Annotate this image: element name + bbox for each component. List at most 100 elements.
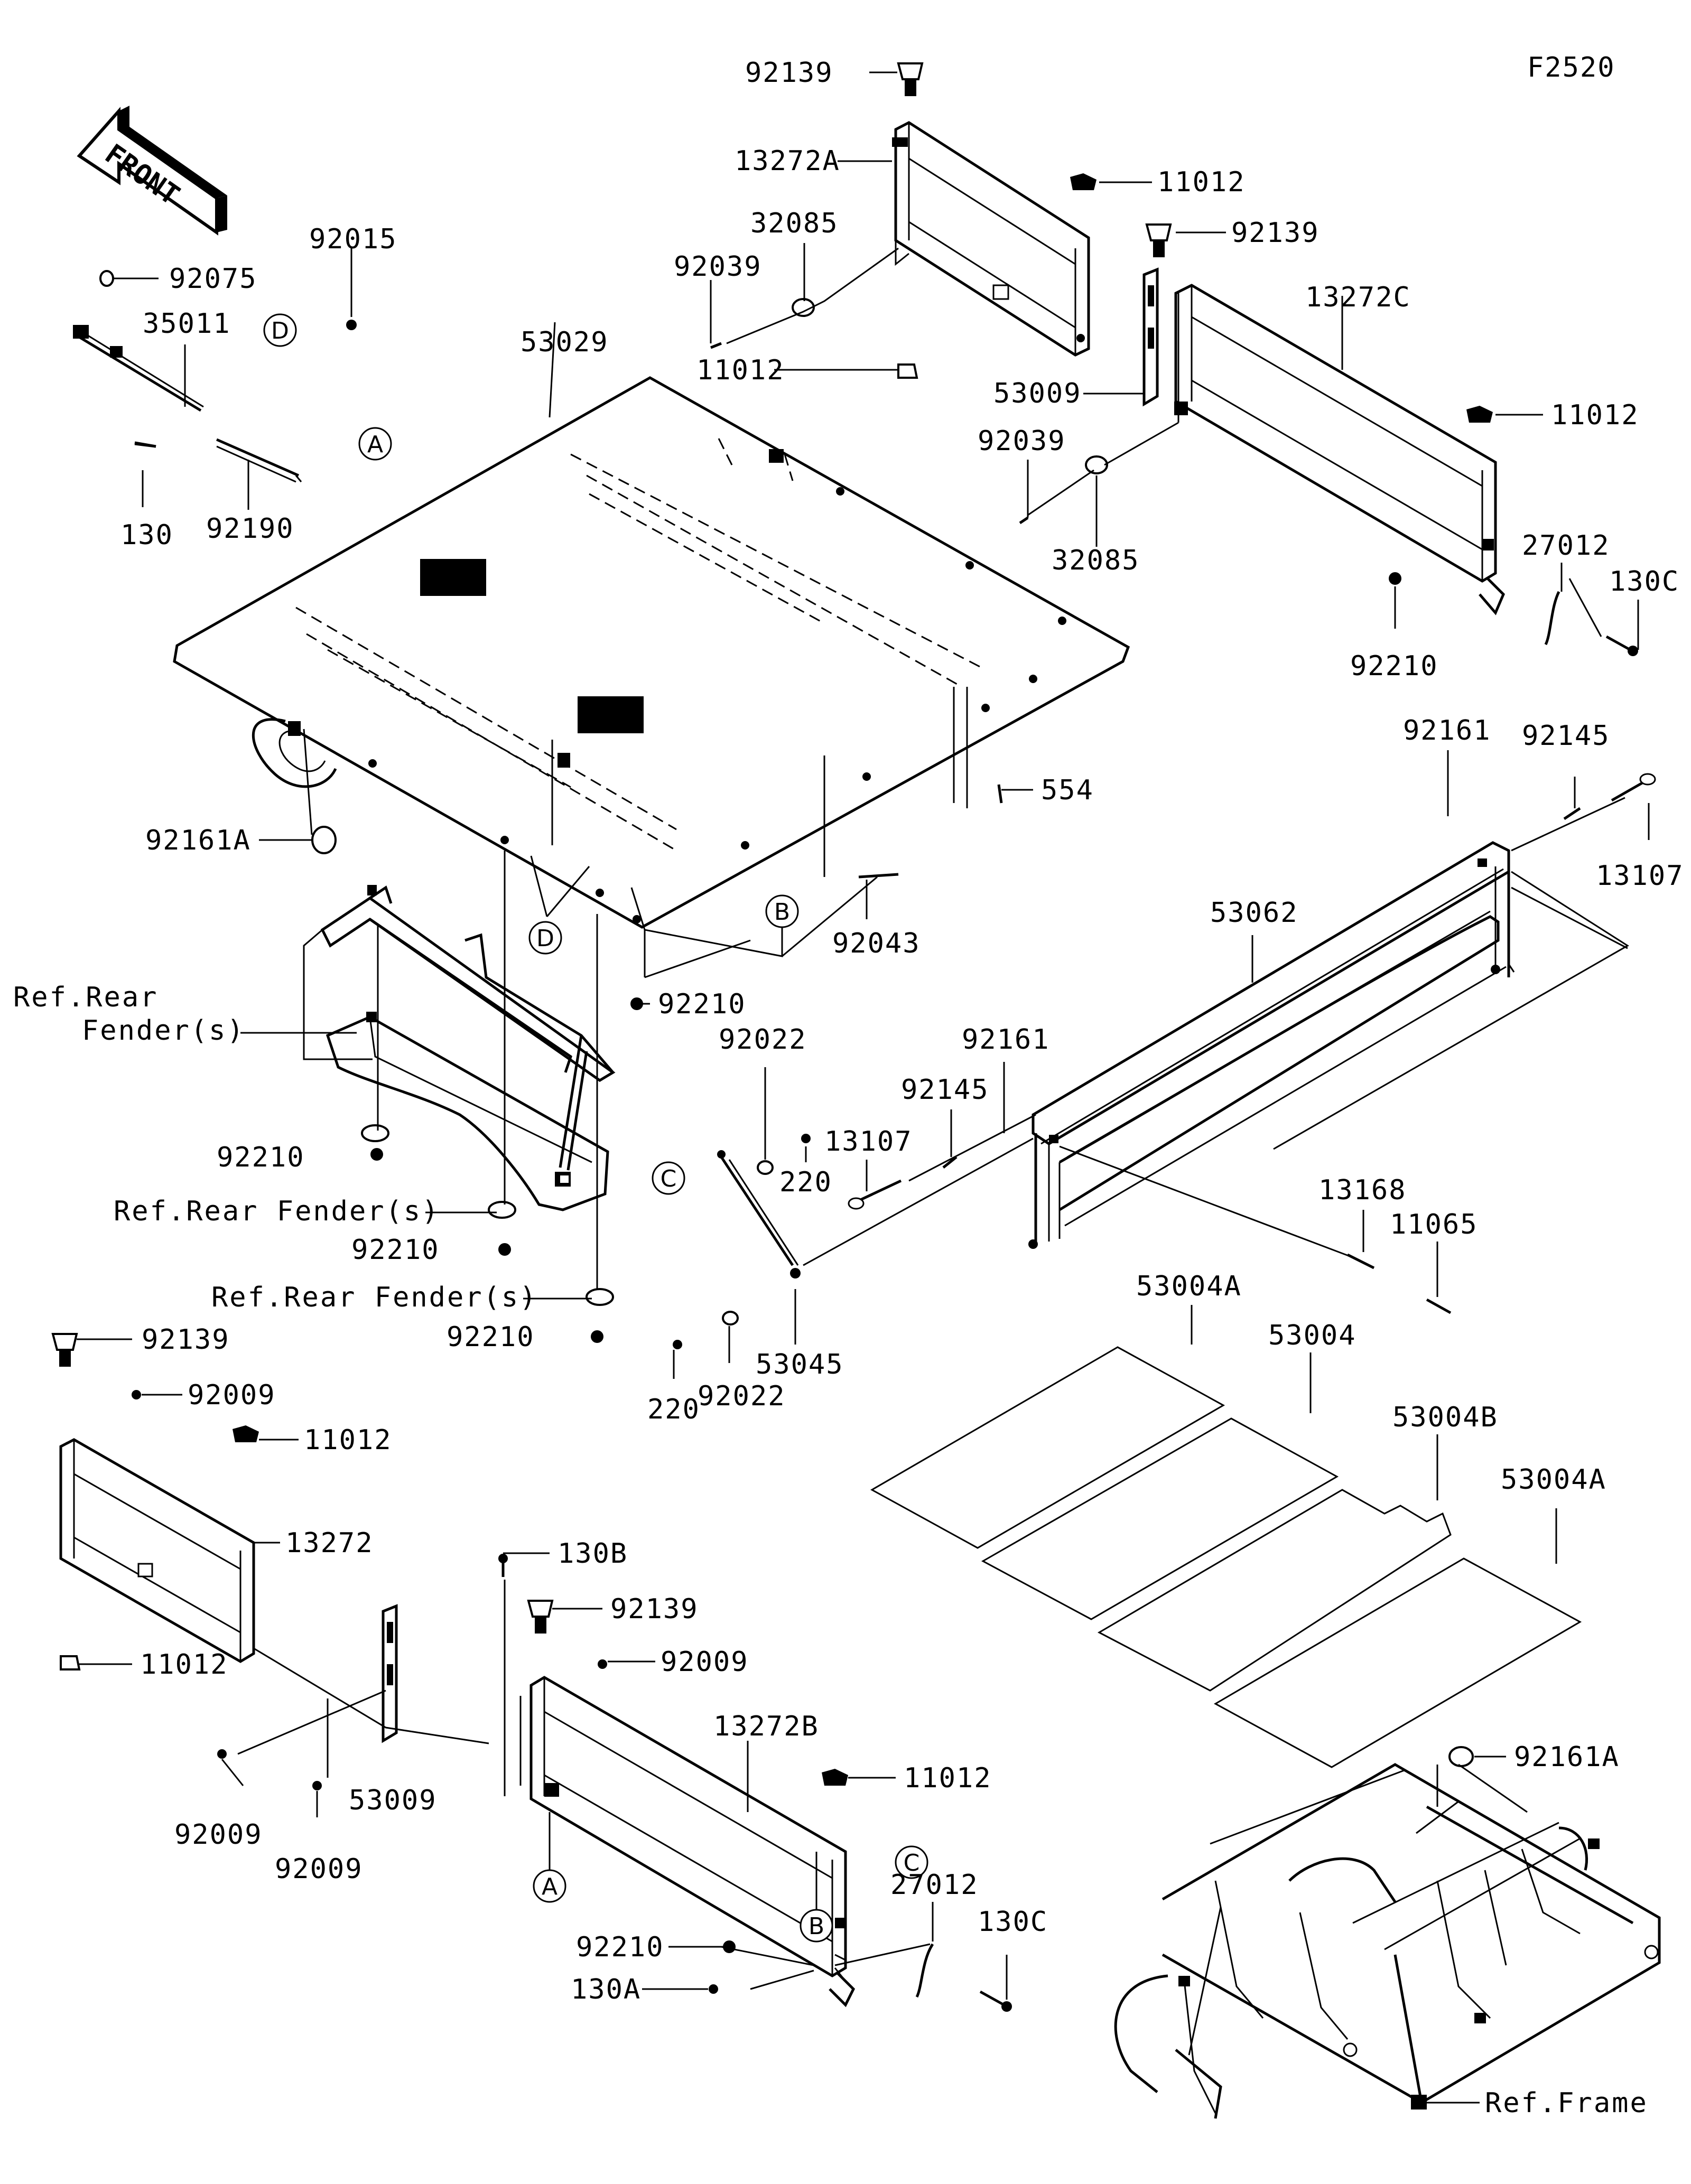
svg-text:53004A: 53004A xyxy=(1501,1464,1606,1496)
svg-text:Ref.Frame: Ref.Frame xyxy=(1485,2087,1648,2119)
svg-text:92009: 92009 xyxy=(275,1853,363,1885)
svg-text:53009: 53009 xyxy=(349,1785,437,1816)
svg-text:D: D xyxy=(536,925,554,952)
svg-text:13107: 13107 xyxy=(824,1126,913,1158)
svg-text:92210: 92210 xyxy=(351,1234,440,1266)
svg-text:92145: 92145 xyxy=(1522,720,1610,752)
side-wall-13272 xyxy=(59,1438,255,1663)
side-wall-13272A xyxy=(892,121,1090,357)
svg-text:92139: 92139 xyxy=(142,1324,230,1356)
svg-text:13168: 13168 xyxy=(1318,1174,1407,1206)
svg-text:13272A: 13272A xyxy=(735,145,840,177)
cap-11012 xyxy=(60,173,1493,1786)
front-arrow-icon: FRONT xyxy=(77,106,227,236)
svg-text:130C: 130C xyxy=(978,1906,1048,1938)
nut-92210 xyxy=(370,572,1401,1953)
svg-text:554: 554 xyxy=(1041,774,1094,806)
figure-code: F2520 xyxy=(1527,52,1615,83)
svg-text:32085: 32085 xyxy=(1052,545,1140,576)
svg-text:13272: 13272 xyxy=(285,1527,374,1559)
svg-text:92075: 92075 xyxy=(169,263,257,295)
cargo-bed-53029 xyxy=(173,376,1130,929)
svg-text:13272B: 13272B xyxy=(713,1711,819,1742)
svg-text:53045: 53045 xyxy=(756,1349,844,1380)
svg-text:32085: 32085 xyxy=(750,208,839,239)
svg-text:11065: 11065 xyxy=(1390,1209,1478,1240)
svg-text:Ref.Rear Fender(s): Ref.Rear Fender(s) xyxy=(211,1282,538,1313)
svg-text:130A: 130A xyxy=(571,1974,641,2005)
svg-text:92139: 92139 xyxy=(610,1593,699,1625)
svg-text:92022: 92022 xyxy=(719,1024,807,1056)
svg-text:Ref.Rear: Ref.Rear xyxy=(13,982,158,1013)
svg-text:92043: 92043 xyxy=(832,928,921,959)
svg-text:53009: 53009 xyxy=(993,378,1082,409)
svg-text:53029: 53029 xyxy=(521,326,609,358)
svg-text:92015: 92015 xyxy=(309,223,397,255)
callout-C-top: C xyxy=(652,1161,685,1195)
svg-text:92139: 92139 xyxy=(1231,217,1320,249)
svg-text:13272C: 13272C xyxy=(1305,282,1411,313)
svg-text:92210: 92210 xyxy=(217,1142,305,1173)
callout-D-top: D xyxy=(263,313,297,347)
svg-text:11012: 11012 xyxy=(140,1649,228,1681)
svg-text:92210: 92210 xyxy=(1350,650,1438,682)
svg-text:92161A: 92161A xyxy=(145,825,251,856)
callout-A-top: A xyxy=(358,427,392,461)
svg-text:92022: 92022 xyxy=(698,1380,786,1412)
post-53009 xyxy=(382,267,1159,1743)
svg-text:220: 220 xyxy=(647,1394,700,1425)
svg-text:130C: 130C xyxy=(1609,566,1679,598)
bed-holes xyxy=(368,487,1066,923)
svg-text:D: D xyxy=(271,318,289,344)
svg-text:130B: 130B xyxy=(558,1538,628,1570)
callout-A-bottom: A xyxy=(533,1869,566,1903)
reference-labels: Ref.Rear Fender(s) Ref.Rear Fender(s) Re… xyxy=(13,982,1648,2119)
svg-text:92039: 92039 xyxy=(674,251,762,283)
svg-text:92145: 92145 xyxy=(901,1074,989,1106)
svg-text:92009: 92009 xyxy=(174,1819,263,1851)
side-wall-13272B xyxy=(529,1676,856,2008)
svg-text:92009: 92009 xyxy=(661,1646,749,1678)
svg-text:92161: 92161 xyxy=(962,1024,1050,1056)
svg-text:53062: 53062 xyxy=(1210,897,1298,929)
svg-text:92139: 92139 xyxy=(745,57,833,89)
svg-text:11012: 11012 xyxy=(696,354,785,386)
svg-text:13107: 13107 xyxy=(1596,860,1684,892)
svg-text:220: 220 xyxy=(779,1166,832,1198)
svg-text:A: A xyxy=(542,1873,558,1900)
gas-strut-53045 xyxy=(717,1150,801,1278)
tailgate-53062 xyxy=(1028,841,1510,1249)
svg-text:92190: 92190 xyxy=(206,513,294,545)
svg-text:B: B xyxy=(774,899,790,926)
svg-text:Ref.Rear Fender(s): Ref.Rear Fender(s) xyxy=(114,1196,440,1227)
svg-text:Fender(s): Fender(s) xyxy=(82,1015,245,1047)
hardware xyxy=(51,62,1656,2012)
callout-B-top: B xyxy=(765,894,799,928)
svg-text:53004: 53004 xyxy=(1268,1320,1356,1351)
svg-text:92009: 92009 xyxy=(188,1379,276,1411)
svg-text:53004B: 53004B xyxy=(1392,1402,1498,1433)
hinge-pin-35011 xyxy=(73,325,302,483)
svg-text:92039: 92039 xyxy=(978,425,1066,457)
svg-text:92210: 92210 xyxy=(447,1321,535,1353)
frame xyxy=(1114,1763,1661,2119)
svg-text:B: B xyxy=(809,1913,824,1940)
bed-subframe xyxy=(320,885,616,1211)
callout-B-bottom: B xyxy=(800,1909,833,1943)
leader-lines xyxy=(77,71,1650,2104)
svg-text:11012: 11012 xyxy=(904,1762,992,1794)
svg-text:11012: 11012 xyxy=(304,1424,392,1456)
svg-text:53004A: 53004A xyxy=(1136,1271,1242,1302)
svg-text:11012: 11012 xyxy=(1551,399,1639,431)
svg-text:92210: 92210 xyxy=(576,1931,664,1963)
side-wall-13272C xyxy=(1174,284,1505,615)
part-labels: 92139 13272A 11012 32085 92039 11012 921… xyxy=(120,57,1684,2005)
callout-D-bottom: D xyxy=(528,921,562,955)
svg-text:92161: 92161 xyxy=(1403,715,1491,746)
svg-text:92210: 92210 xyxy=(658,988,746,1020)
bed-mats xyxy=(870,1346,1582,1768)
svg-text:130: 130 xyxy=(120,519,173,551)
svg-text:C: C xyxy=(661,1165,677,1192)
svg-text:A: A xyxy=(367,431,383,458)
